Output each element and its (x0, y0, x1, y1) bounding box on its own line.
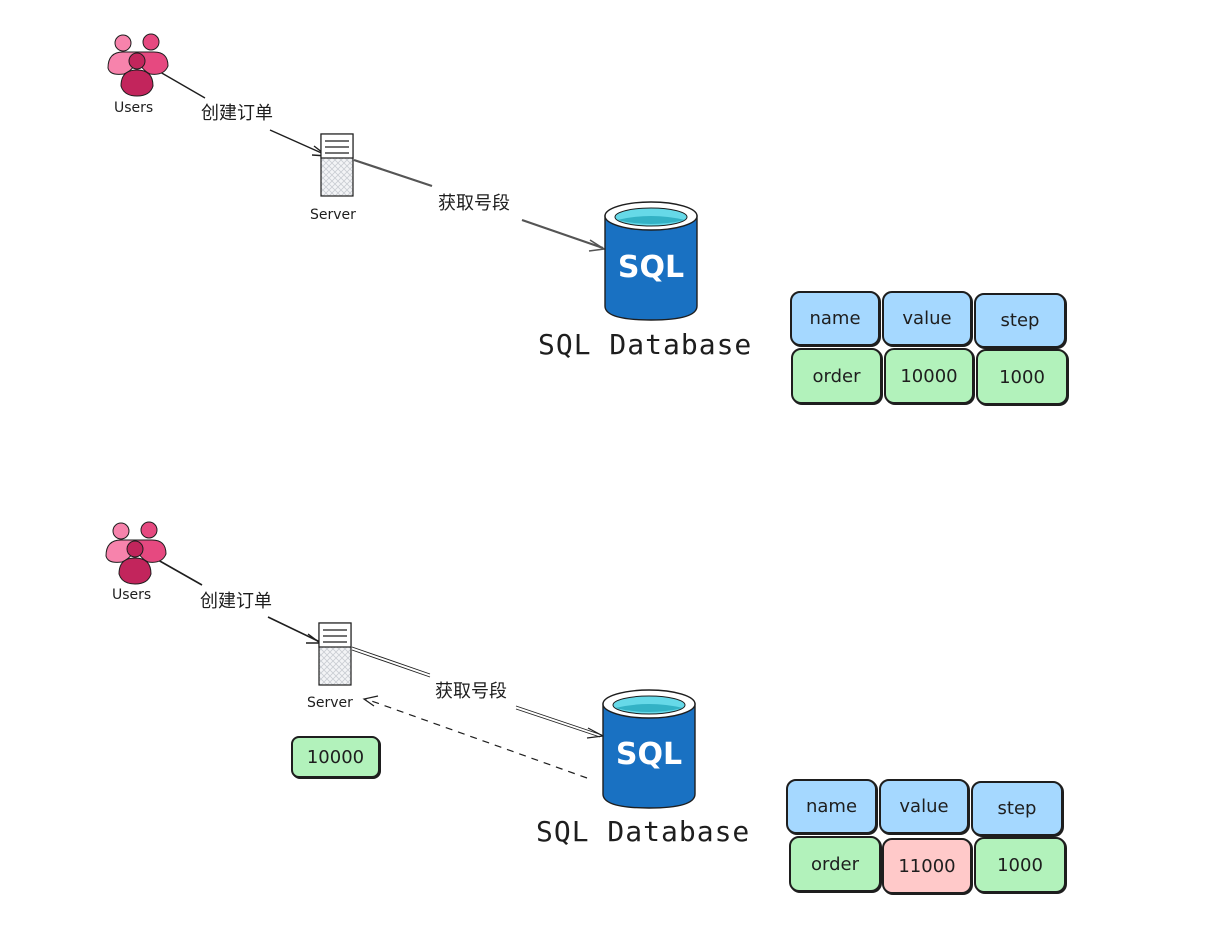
fetch-segment-arrowhead (588, 239, 607, 252)
database-label: SQL Database (536, 815, 751, 848)
create-order-label: 创建订单 (199, 99, 275, 125)
fetch-segment-label: 获取号段 (436, 189, 512, 215)
fetch-segment-label: 获取号段 (433, 677, 509, 703)
database-icon[interactable] (603, 200, 699, 322)
table-header-step: step (974, 293, 1066, 348)
server-icon[interactable] (320, 133, 354, 197)
return-value-dashed-arrow[interactable] (365, 698, 588, 779)
return-value-arrowhead (362, 695, 379, 707)
table-cell-step: 1000 (976, 349, 1068, 405)
table-header-step: step (971, 781, 1063, 836)
table-header-name: name (790, 291, 880, 346)
users-icon[interactable] (104, 32, 172, 98)
table-cell-name: order (791, 348, 882, 404)
table-header-name: name (786, 779, 877, 834)
table-cell-value-changed: 11000 (882, 838, 972, 894)
server-label: Server (310, 207, 356, 223)
users-label: Users (114, 100, 154, 116)
database-icon-text: SQL (615, 737, 683, 772)
database-icon[interactable] (601, 688, 697, 810)
users-label: Users (112, 587, 152, 603)
server-icon[interactable] (318, 622, 352, 686)
table-cell-name: order (789, 836, 881, 892)
returned-value-box: 10000 (291, 736, 380, 778)
create-order-label: 创建订单 (198, 587, 274, 613)
database-label: SQL Database (538, 328, 753, 361)
users-icon[interactable] (102, 520, 170, 586)
table-cell-value: 10000 (884, 348, 974, 404)
table-header-value: value (882, 291, 972, 346)
database-icon-text: SQL (617, 250, 685, 285)
table-cell-step: 1000 (974, 837, 1066, 893)
server-label: Server (307, 695, 353, 711)
table-header-value: value (879, 779, 969, 834)
